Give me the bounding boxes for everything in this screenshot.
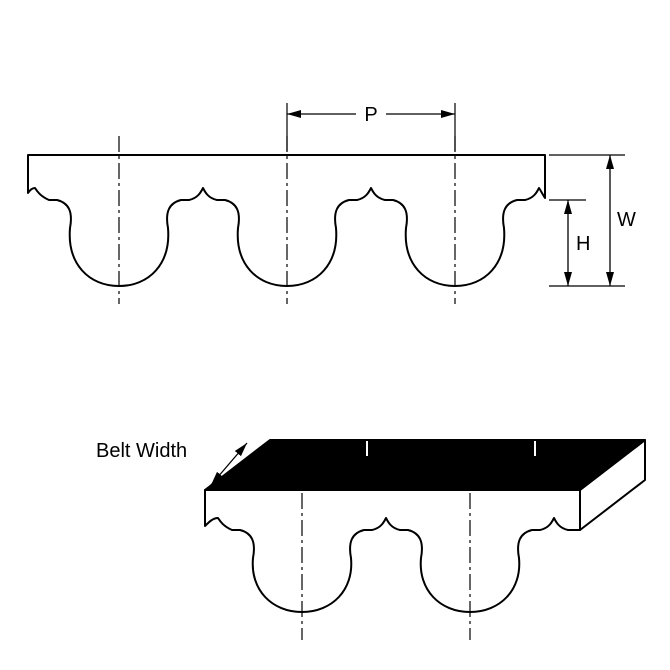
pitch-label: P	[364, 104, 377, 126]
perspective-centerlines	[301, 493, 471, 640]
profile-view: P H W	[27, 103, 636, 304]
belt-width-annotation: Belt Width	[96, 440, 248, 486]
belt-front-face	[204, 489, 581, 613]
belt-width-arrow	[210, 442, 248, 486]
tooth-height-label: H	[576, 233, 590, 255]
belt-width-label: Belt Width	[96, 440, 187, 462]
belt-top-face	[204, 439, 646, 491]
depth-dimensions: H W	[549, 154, 636, 287]
tooth-centerlines	[118, 136, 456, 304]
top-face-centerline-ticks	[366, 441, 536, 456]
overall-depth-label: W	[617, 209, 636, 231]
pitch-dimension: P	[286, 103, 456, 151]
perspective-view: Belt Width	[96, 439, 646, 640]
